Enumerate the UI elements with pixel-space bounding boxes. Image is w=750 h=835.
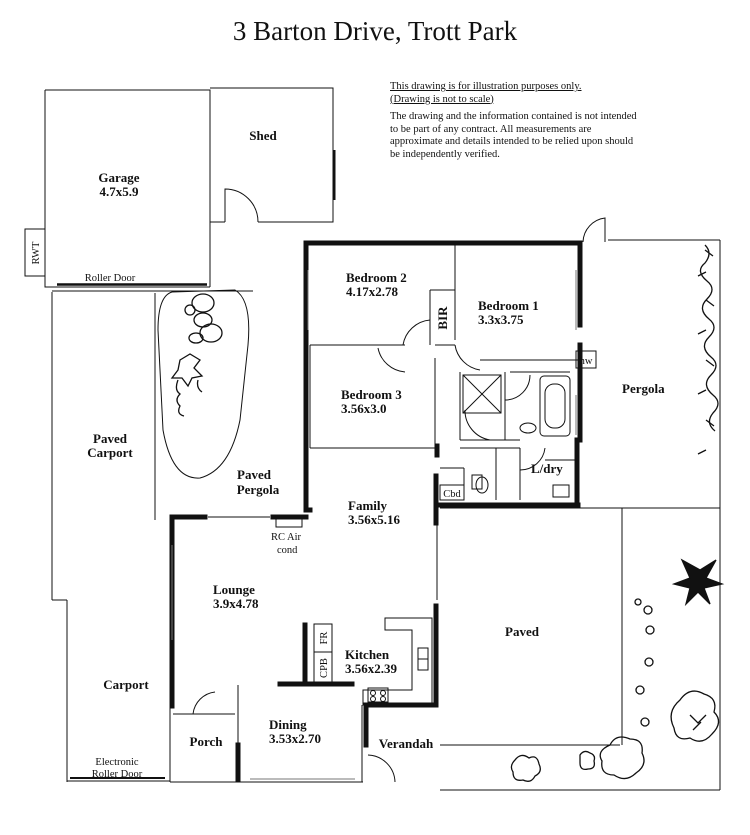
family-label: Family [348,498,387,513]
bedroom3-door [377,347,406,373]
cbd-label: Cbd [443,489,461,500]
disclaimer: This drawing is for illustration purpose… [390,81,640,161]
porch-label: Porch [190,734,224,749]
bath [539,375,571,437]
bedroom1-size: 3.3x3.75 [478,312,524,327]
lounge-label: Lounge [213,582,255,597]
rc-air-label-1: RC Air [271,532,302,543]
bedroom2-label: Bedroom 2 [346,270,407,285]
rwt-label: RWT [31,241,42,264]
disclaimer-line-2: (Drawing is not to scale) [390,93,494,105]
bedroom2-door [402,319,431,346]
fr-label: FR [319,632,330,645]
cpb-label: CPB [319,658,330,678]
paved-carport-label-1: Paved [93,431,128,446]
porch-door [192,691,216,715]
bedroom2-size: 4.17x2.78 [346,284,399,299]
shrub-cluster-bottom [599,736,645,780]
rc-air-label-2: cond [277,545,298,556]
bedroom1-label: Bedroom 1 [478,298,539,313]
kitchen-bench [362,617,433,706]
laundry-trough [552,484,570,498]
pergola-label: Pergola [622,381,665,396]
kitchen-label: Kitchen [345,647,390,662]
laundry-door [519,447,546,471]
garden-dot [643,605,653,615]
hw-label: hw [580,356,593,367]
hw-box [575,350,597,369]
cooktop [367,687,389,703]
paved-carport-label-2: Carport [87,445,133,460]
garage-outline [44,89,211,288]
rwt-box [24,228,46,277]
kitchen-size: 3.56x2.39 [345,661,398,676]
disclaimer-body: The drawing and the information containe… [390,111,637,160]
rc-air-unit [275,518,303,528]
verandah-door [367,754,396,783]
paved-label: Paved [505,624,540,639]
family-size: 3.56x5.16 [348,512,401,527]
bedroom3-label: Bedroom 3 [341,387,402,402]
shed-label: Shed [249,128,277,143]
wall-bedrooms-top [303,240,583,452]
dining-size: 3.53x2.70 [269,731,321,746]
tree-right [671,558,725,607]
ensuite-door [464,409,491,441]
bath-door [504,374,531,401]
electronic-roller-door-label-2: Roller Door [92,769,143,780]
ldry-label: L/dry [531,461,563,476]
bedroom3-size: 3.56x3.0 [341,401,387,416]
right-hedge [699,244,719,432]
garden-bed [157,289,250,479]
roller-door-label: Roller Door [85,273,136,284]
shed-outline [210,87,334,223]
shower [462,374,502,414]
shed-door [224,188,259,223]
dining-label: Dining [269,717,307,732]
lounge-size: 3.9x4.78 [213,596,259,611]
carport-label: Carport [103,677,149,692]
paved-pergola-label-1: Paved [237,467,272,482]
verandah-label: Verandah [379,736,434,751]
garden-stone [191,293,215,313]
garden-shrub [170,353,204,388]
garage-label: Garage [98,170,139,185]
ensuite-basin [519,422,537,434]
shrub-cluster-right [670,690,720,742]
electronic-roller-door-label-1: Electronic [95,757,138,768]
bedroom1-door [454,344,481,371]
disclaimer-line-1: This drawing is for illustration purpose… [390,81,582,92]
garage-size: 4.7x5.9 [100,184,140,199]
bir-label: BIR [435,306,450,330]
pergola-door [582,217,606,243]
cbd-box [439,484,465,501]
page-title: 3 Barton Drive, Trott Park [232,16,518,46]
paved-pergola-label-2: Pergola [237,482,280,497]
